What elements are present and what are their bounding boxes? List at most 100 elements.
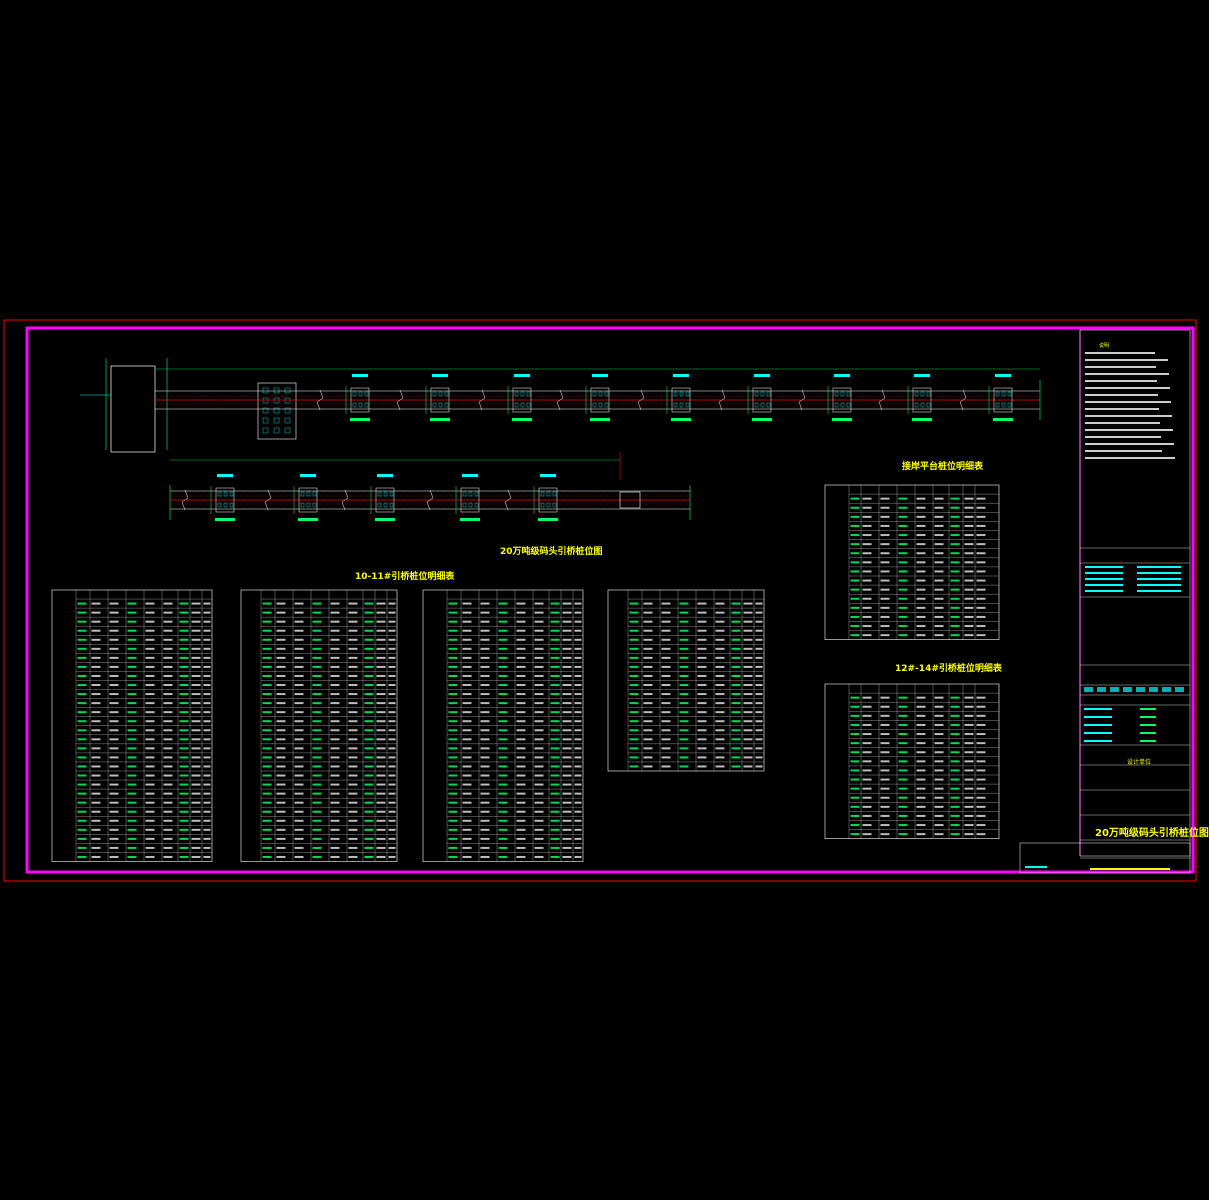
table-cell-text [127,656,137,659]
table-cell-text [916,615,926,618]
table-cell-text [498,647,508,650]
table-cell-text [191,747,201,750]
table-cell-text [629,693,639,696]
table-cell-text [934,534,944,537]
table-cell-text [276,629,286,632]
table-cell-text [880,814,890,817]
table-cell-text [498,774,508,777]
info-text [1085,584,1123,586]
pile [217,491,222,497]
pile-cap [460,487,480,513]
table-cell-text [976,625,986,628]
table-cell-text [715,693,725,696]
table-cell-text [462,738,472,741]
table-cell-text [661,674,671,677]
table-cell-text [976,824,986,827]
table-cell-text [330,828,340,831]
table-cell-text [862,796,872,799]
table-cell-text [976,769,986,772]
table-cell-text [462,855,472,858]
table-cell-text [862,733,872,736]
note-line [1085,373,1169,375]
table-cell-text [562,647,572,650]
table-cell-text [388,729,396,732]
table-cell-text [916,723,926,726]
table-cell-text [574,738,582,741]
table-cell-text [743,656,753,659]
main-table-title: 10-11#引桥桩位明细表 [355,572,455,582]
table-cell-text [964,606,974,609]
break-symbol [878,389,886,411]
table-cell-text [574,756,582,759]
table-cell-text [916,515,926,518]
table-cell-text [364,656,374,659]
table-cell-text [163,620,173,623]
table-cell-text [880,634,890,637]
table-cell-text [534,774,544,777]
table-cell-text [643,656,653,659]
pile [514,391,519,397]
bent-label [377,474,393,477]
table-cell-text [480,638,490,641]
title-block [1019,329,1191,874]
table-cell-text [145,629,155,632]
table-cell-text [163,602,173,605]
table-cell-text [203,665,211,668]
table-cell-text [916,742,926,745]
pile [223,502,228,508]
table-cell-text [262,765,272,768]
note-line [1085,380,1157,382]
table-cell-text [964,814,974,817]
table-cell-text [715,729,725,732]
table-cell-text [629,629,639,632]
table-cell-text [77,629,87,632]
table-cell-text [145,738,155,741]
table-cell-text [312,846,322,849]
table-cell-text [498,738,508,741]
pile [920,391,925,397]
table-cell-text [462,783,472,786]
pile [352,391,357,397]
table-cell-text [898,552,908,555]
table-cell-text [898,778,908,781]
table-cell-text [330,819,340,822]
table-cell-text [898,742,908,745]
table-cell-text [348,774,358,777]
table-cell-text [364,638,374,641]
table-cell-text [574,828,582,831]
table-cell-text [950,805,960,808]
table-cell-text [862,615,872,618]
table-cell-text [348,729,358,732]
table-cell-text [976,796,986,799]
table-cell-text [934,597,944,600]
table-cell-text [388,629,396,632]
table-cell-text [364,729,374,732]
table-cell-text [661,765,671,768]
table-cell-text [950,796,960,799]
table-cell-text [880,579,890,582]
table-cell-text [934,524,944,527]
table-cell-text [498,792,508,795]
table-cell-text [276,846,286,849]
table-cell-text [916,606,926,609]
bent-label [300,474,316,477]
pile [432,402,437,408]
table-cell-text [916,552,926,555]
table-cell-text [934,561,944,564]
table-cell-text [643,611,653,614]
table-cell-text [731,611,741,614]
table-cell-text [480,611,490,614]
table-cell-text [179,702,189,705]
table-cell-text [448,647,458,650]
pile [377,502,382,508]
table-cell-text [77,846,87,849]
table-cell-text [91,602,101,605]
table-cell-text [731,711,741,714]
table-cell-text [498,711,508,714]
pile [926,391,931,397]
table-cell-text [191,674,201,677]
table-cell-text [348,629,358,632]
table-cell-text [262,810,272,813]
table-cell-text [145,656,155,659]
table-cell-text [348,665,358,668]
